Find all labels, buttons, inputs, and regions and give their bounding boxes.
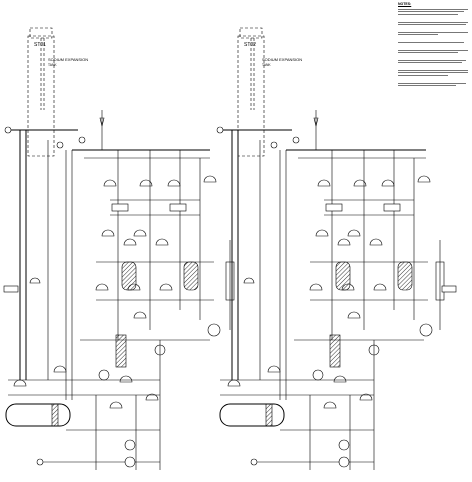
tank-label-2: TANK: [48, 63, 57, 67]
pump-icon: [124, 456, 136, 468]
pump-icon: [419, 323, 433, 337]
pump-icon: [338, 439, 350, 451]
vent-valve-icon: [4, 126, 12, 134]
heat-exchanger-icon: [183, 261, 199, 291]
storage-drum: [5, 403, 71, 427]
control-valve-box: [383, 203, 401, 212]
tank-label-1: SODIUM EXPANSION: [48, 57, 88, 62]
vent-stack-enclosure: [237, 35, 265, 157]
heat-exchanger-icon: [329, 334, 341, 368]
vent-stack-enclosure: [27, 35, 55, 157]
control-valve-box: [111, 203, 129, 212]
pump-icon: [98, 369, 110, 381]
storage-drum: [219, 403, 285, 427]
top-valve-icon: [56, 141, 64, 149]
unit-left: ST01 SODIUM EXPANSION TANK: [3, 27, 235, 470]
control-valve-box: [325, 203, 343, 212]
unit-right: ST02 SODIUM EXPANSION TANK: [216, 27, 457, 470]
top-valve-icon: [78, 136, 86, 144]
top-valve-icon: [292, 136, 300, 144]
stack-tag: ST01: [34, 42, 46, 48]
heat-exchanger-icon: [335, 261, 351, 291]
control-valve-box: [169, 203, 187, 212]
pump-icon: [207, 323, 221, 337]
tank-label-1: SODIUM EXPANSION: [262, 57, 302, 62]
pump-icon: [36, 458, 44, 466]
instrument-box: [441, 285, 457, 293]
stack-tag: ST02: [244, 42, 256, 48]
vent-stack-cap: [29, 27, 53, 39]
pump-icon: [338, 456, 350, 468]
drum-heater: [51, 403, 59, 427]
pump-icon: [312, 369, 324, 381]
instrument-bubbles-upper: [13, 175, 217, 409]
top-valve-icon: [270, 141, 278, 149]
vent-stack-cap: [239, 27, 263, 39]
pump-icon: [250, 458, 258, 466]
heat-exchanger-icon: [115, 334, 127, 368]
notes-title: NOTES:: [398, 2, 412, 6]
drum-heater: [265, 403, 273, 427]
pump-icon: [124, 439, 136, 451]
tank-label-2: TANK: [262, 63, 271, 67]
vent-valve-icon: [216, 126, 224, 134]
heat-exchanger-icon: [121, 261, 137, 291]
heat-exchanger-icon: [397, 261, 413, 291]
instrument-box: [3, 285, 19, 293]
notes-panel: NOTES:: [398, 2, 470, 87]
